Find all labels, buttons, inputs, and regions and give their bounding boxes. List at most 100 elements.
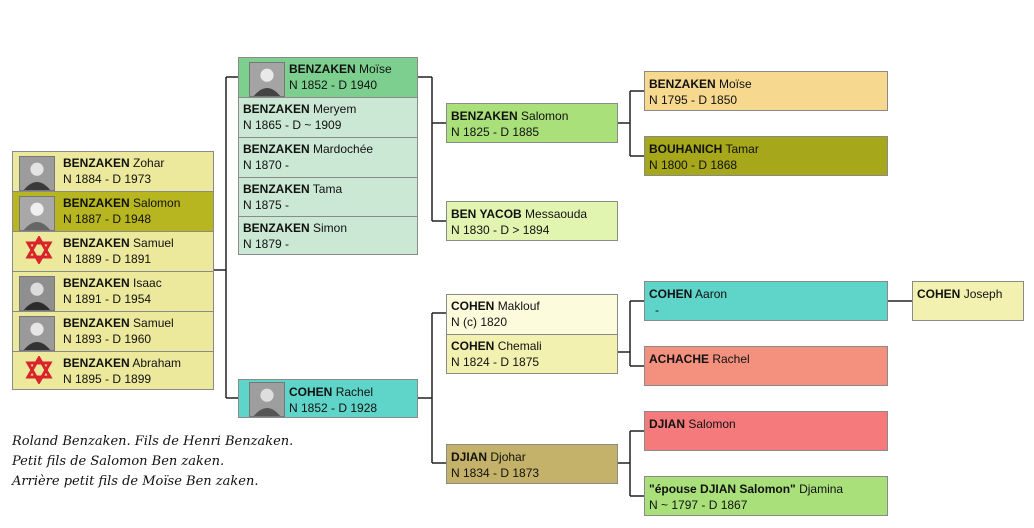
person-surname: ACHACHE: [649, 352, 709, 366]
person-dates: N 1800 - D 1868: [649, 158, 738, 172]
great-grandparent-card[interactable]: "épouse DJIAN Salomon" Djamina N ~ 1797 …: [644, 476, 888, 516]
great-grandparent-card[interactable]: BOUHANICH Tamar N 1800 - D 1868: [644, 136, 888, 176]
siblings-group: BENZAKEN Zohar N 1884 - D 1973 BENZAKEN …: [12, 151, 214, 390]
person-surname: BOUHANICH: [649, 142, 723, 156]
portrait-photo-icon: [19, 316, 55, 351]
sibling-card-selected[interactable]: BENZAKEN Salomon N 1887 - D 1948: [13, 192, 213, 232]
person-given-name: Moïse: [719, 77, 752, 91]
mother-card[interactable]: COHEN Rachel N 1852 - D 1928: [238, 379, 418, 418]
person-dates: N 1834 - D 1873: [451, 466, 540, 480]
person-dates: N ~ 1797 - D 1867: [649, 498, 748, 512]
person-surname: BENZAKEN: [649, 77, 716, 91]
person-surname: BENZAKEN: [63, 196, 130, 210]
person-given-name: Simon: [313, 221, 348, 235]
lineage-note: Roland Benzaken. Fils de Henri Benzaken.…: [12, 432, 293, 492]
note-line: Roland Benzaken. Fils de Henri Benzaken.: [12, 434, 294, 449]
grandparent-card[interactable]: DJIAN Djohar N 1834 - D 1873: [446, 444, 618, 484]
person-given-name: Aaron: [695, 287, 728, 301]
person-surname: COHEN: [451, 339, 495, 353]
star-of-david-icon: [25, 356, 53, 384]
sibling-card[interactable]: BENZAKEN Zohar N 1884 - D 1973: [13, 152, 213, 192]
person-given-name: Isaac: [133, 276, 162, 290]
person-dates: N 1875 -: [243, 198, 290, 212]
person-surname: BENZAKEN: [63, 276, 130, 290]
person-given-name: Messaouda: [525, 207, 588, 221]
portrait-photo-icon: [19, 156, 55, 191]
relative-card[interactable]: BENZAKEN Tama N 1875 -: [239, 178, 417, 217]
person-surname: BENZAKEN: [243, 221, 310, 235]
person-given-name: Samuel: [133, 236, 174, 250]
person-dates: N 1852 - D 1928: [289, 401, 378, 415]
person-given-name: Tama: [312, 182, 343, 196]
sibling-card[interactable]: BENZAKEN Samuel N 1889 - D 1891: [13, 232, 213, 272]
person-dates: N 1824 - D 1875: [451, 355, 540, 369]
note-line: Petit fils de Salomon Ben zaken.: [12, 454, 225, 469]
relative-card[interactable]: BENZAKEN Meryem N 1865 - D ~ 1909: [239, 98, 417, 138]
person-dates: N 1884 - D 1973: [63, 172, 152, 186]
portrait-photo-icon: [19, 196, 55, 231]
person-given-name: Rachel: [712, 352, 750, 366]
person-surname: COHEN: [451, 299, 495, 313]
portrait-photo-icon: [19, 276, 55, 311]
person-surname: BENZAKEN: [289, 62, 356, 76]
person-surname: BENZAKEN: [63, 156, 130, 170]
person-dates: N 1870 -: [243, 158, 290, 172]
person-dates: N 1893 - D 1960: [63, 332, 152, 346]
person-given-name: Joseph: [963, 287, 1003, 301]
person-given-name: Salomon: [688, 417, 736, 431]
person-given-name: Salomon: [133, 196, 181, 210]
person-given-name: Samuel: [133, 316, 174, 330]
person-dates: N 1830 - D > 1894: [451, 223, 550, 237]
portrait-photo-icon: [249, 382, 285, 417]
great-grandparent-card[interactable]: ACHACHE Rachel: [644, 346, 888, 386]
person-given-name: Chemali: [497, 339, 542, 353]
great-grandparent-card[interactable]: DJIAN Salomon: [644, 411, 888, 451]
person-given-name: Mardochée: [313, 142, 374, 156]
person-dates: -: [655, 303, 659, 317]
person-surname: COHEN: [649, 287, 693, 301]
grandparent-card[interactable]: BEN YACOB Messaouda N 1830 - D > 1894: [446, 201, 618, 241]
person-dates: N 1865 - D ~ 1909: [243, 118, 342, 132]
person-dates: N 1889 - D 1891: [63, 252, 152, 266]
grandparent-card[interactable]: COHEN Chemali N 1824 - D 1875: [447, 335, 617, 373]
relative-card[interactable]: BENZAKEN Mardochée N 1870 -: [239, 138, 417, 178]
person-dates: N 1795 - D 1850: [649, 93, 738, 107]
person-dates: N (c) 1820: [451, 315, 508, 329]
sibling-card[interactable]: BENZAKEN Isaac N 1891 - D 1954: [13, 272, 213, 312]
father-family-group: BENZAKEN Moïse N 1852 - D 1940 BENZAKEN …: [238, 57, 418, 255]
star-of-david-icon: [25, 236, 53, 264]
person-given-name: Abraham: [132, 356, 182, 370]
great-grandparent-card[interactable]: BENZAKEN Moïse N 1795 - D 1850: [644, 71, 888, 111]
person-dates: N 1891 - D 1954: [63, 292, 152, 306]
portrait-photo-icon: [249, 62, 285, 97]
person-given-name: Djamina: [799, 482, 844, 496]
great-great-grandparent-card[interactable]: COHEN Joseph: [912, 281, 1024, 321]
person-given-name: Moïse: [359, 62, 392, 76]
relative-card[interactable]: BENZAKEN Simon N 1879 -: [239, 217, 417, 254]
person-surname: "épouse DJIAN Salomon": [649, 482, 796, 496]
person-surname: BENZAKEN: [63, 316, 130, 330]
person-dates: N 1895 - D 1899: [63, 372, 152, 386]
person-surname: COHEN: [917, 287, 961, 301]
person-surname: BENZAKEN: [451, 109, 518, 123]
father-card[interactable]: BENZAKEN Moïse N 1852 - D 1940: [239, 58, 417, 98]
note-line: Arrière petit fils de Moïse Ben zaken.: [12, 474, 259, 489]
grandparent-card[interactable]: BENZAKEN Salomon N 1825 - D 1885: [446, 103, 618, 143]
sibling-card[interactable]: BENZAKEN Abraham N 1895 - D 1899: [13, 352, 213, 389]
person-given-name: Maklouf: [497, 299, 540, 313]
sibling-card[interactable]: BENZAKEN Samuel N 1893 - D 1960: [13, 312, 213, 352]
person-surname: BENZAKEN: [63, 236, 130, 250]
person-given-name: Meryem: [313, 102, 357, 116]
person-given-name: Salomon: [521, 109, 569, 123]
person-surname: BENZAKEN: [243, 182, 310, 196]
grandparent-card[interactable]: COHEN Maklouf N (c) 1820: [447, 295, 617, 335]
person-surname: BENZAKEN: [243, 142, 310, 156]
grandparent-group: COHEN Maklouf N (c) 1820 COHEN Chemali N…: [446, 294, 618, 374]
person-dates: N 1852 - D 1940: [289, 78, 378, 92]
person-surname: DJIAN: [451, 450, 488, 464]
person-given-name: Zohar: [133, 156, 165, 170]
person-surname: DJIAN: [649, 417, 686, 431]
person-surname: BEN YACOB: [451, 207, 522, 221]
great-grandparent-card[interactable]: COHEN Aaron -: [644, 281, 888, 321]
person-surname: BENZAKEN: [63, 356, 130, 370]
